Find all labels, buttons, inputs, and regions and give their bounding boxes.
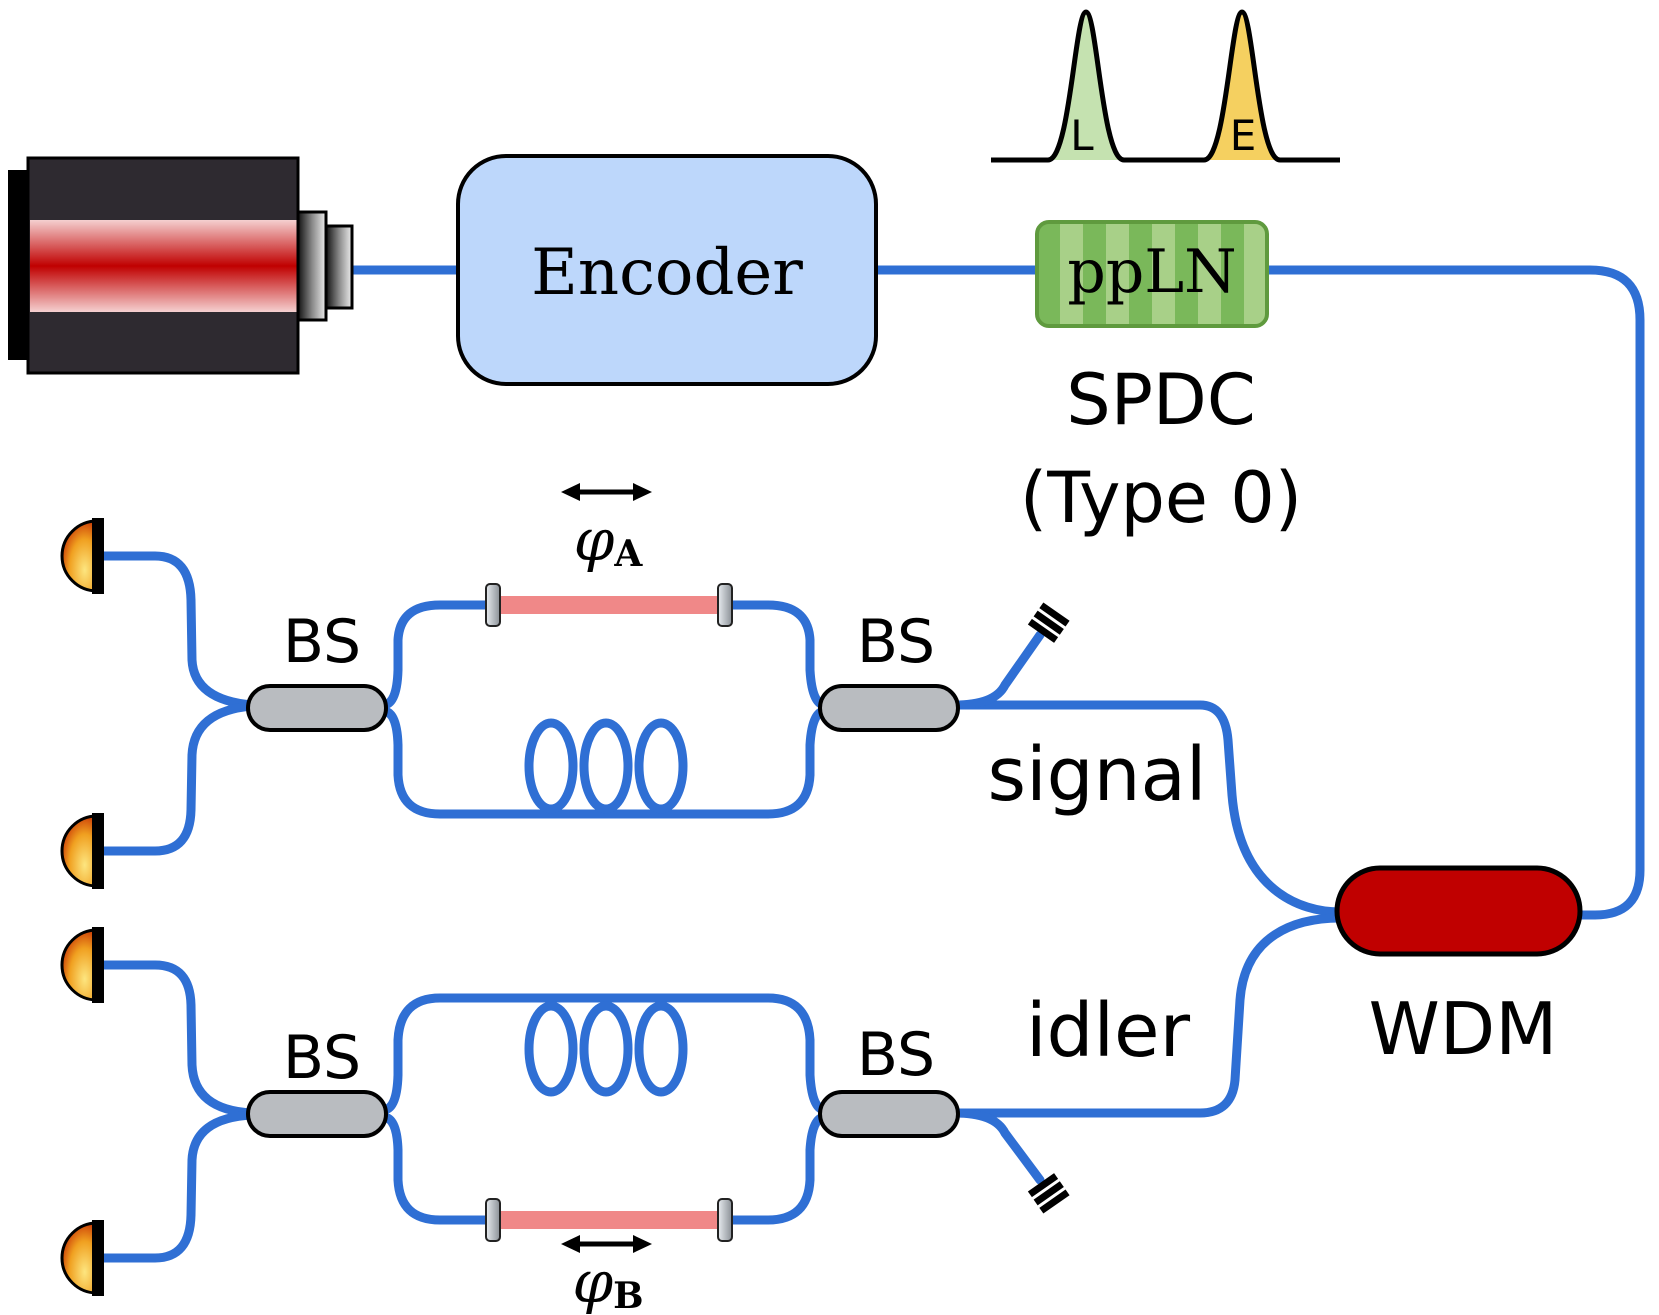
late-pulse-label: L [1070,111,1094,160]
fiber-signal-dump [950,630,1045,710]
idler-beam-dump [1027,1173,1070,1214]
early-pulse-label: E [1230,111,1257,160]
fiber-lower-det2 [97,1110,257,1263]
bs-label-lower-right: BS [857,1020,935,1090]
wdm [1334,865,1583,957]
spdc-type-caption: (Type 0) [1020,457,1302,539]
beamsplitter-upper-left [246,684,388,732]
detector-icon [60,813,104,889]
beamsplitter-lower-left [246,1090,388,1138]
signal-beam-dump [1027,602,1070,643]
beamsplitter-upper-right [818,684,960,732]
idler-label: idler [1026,988,1191,1074]
detector-icon [60,518,104,594]
fibers [97,265,1645,1263]
spdc-caption: SPDC [1066,359,1255,441]
bs-label-lower-left: BS [283,1023,361,1093]
time-bin-pulses: L E [991,9,1340,163]
fiber-lower-arm-phase [378,1112,830,1225]
encoder-label: Encoder [531,236,803,310]
beamsplitter-lower-right [818,1090,960,1138]
signal-label: signal [988,732,1207,818]
fiber-signal [950,700,1345,917]
phase-shifter-b [485,1198,733,1242]
fiber-idler [950,913,1345,1118]
fiber-upper-arm-delay [378,706,830,819]
detector-icon [60,927,104,1003]
fiber-upper-det1 [97,551,257,710]
bs-label-upper-left: BS [283,607,361,677]
fiber-upper-arm-phase [378,600,830,710]
fiber-crystal-wdm [1262,265,1645,920]
laser-source [8,156,354,375]
fiber-idler-dump [950,1108,1045,1185]
wdm-label: WDM [1369,987,1558,1071]
phase-b-arrow-icon [561,1235,652,1253]
ppln-crystal: ppLN [1035,220,1269,328]
upper-delay-coil [524,718,688,814]
bs-label-upper-right: BS [857,607,935,677]
phase-shifter-a [485,583,733,627]
encoder-box: Encoder [456,154,878,386]
fiber-upper-det2 [97,701,257,856]
fiber-lower-det1 [97,960,257,1118]
crystal-label: ppLN [1067,237,1236,307]
phase-a-arrow-icon [561,483,652,501]
phase-b-label: φB [572,1248,643,1315]
fiber-lower-arm-delay [378,993,830,1115]
detector-icon [60,1220,104,1296]
phase-a-label: φA [574,506,644,575]
lower-delay-coil [524,1001,688,1097]
